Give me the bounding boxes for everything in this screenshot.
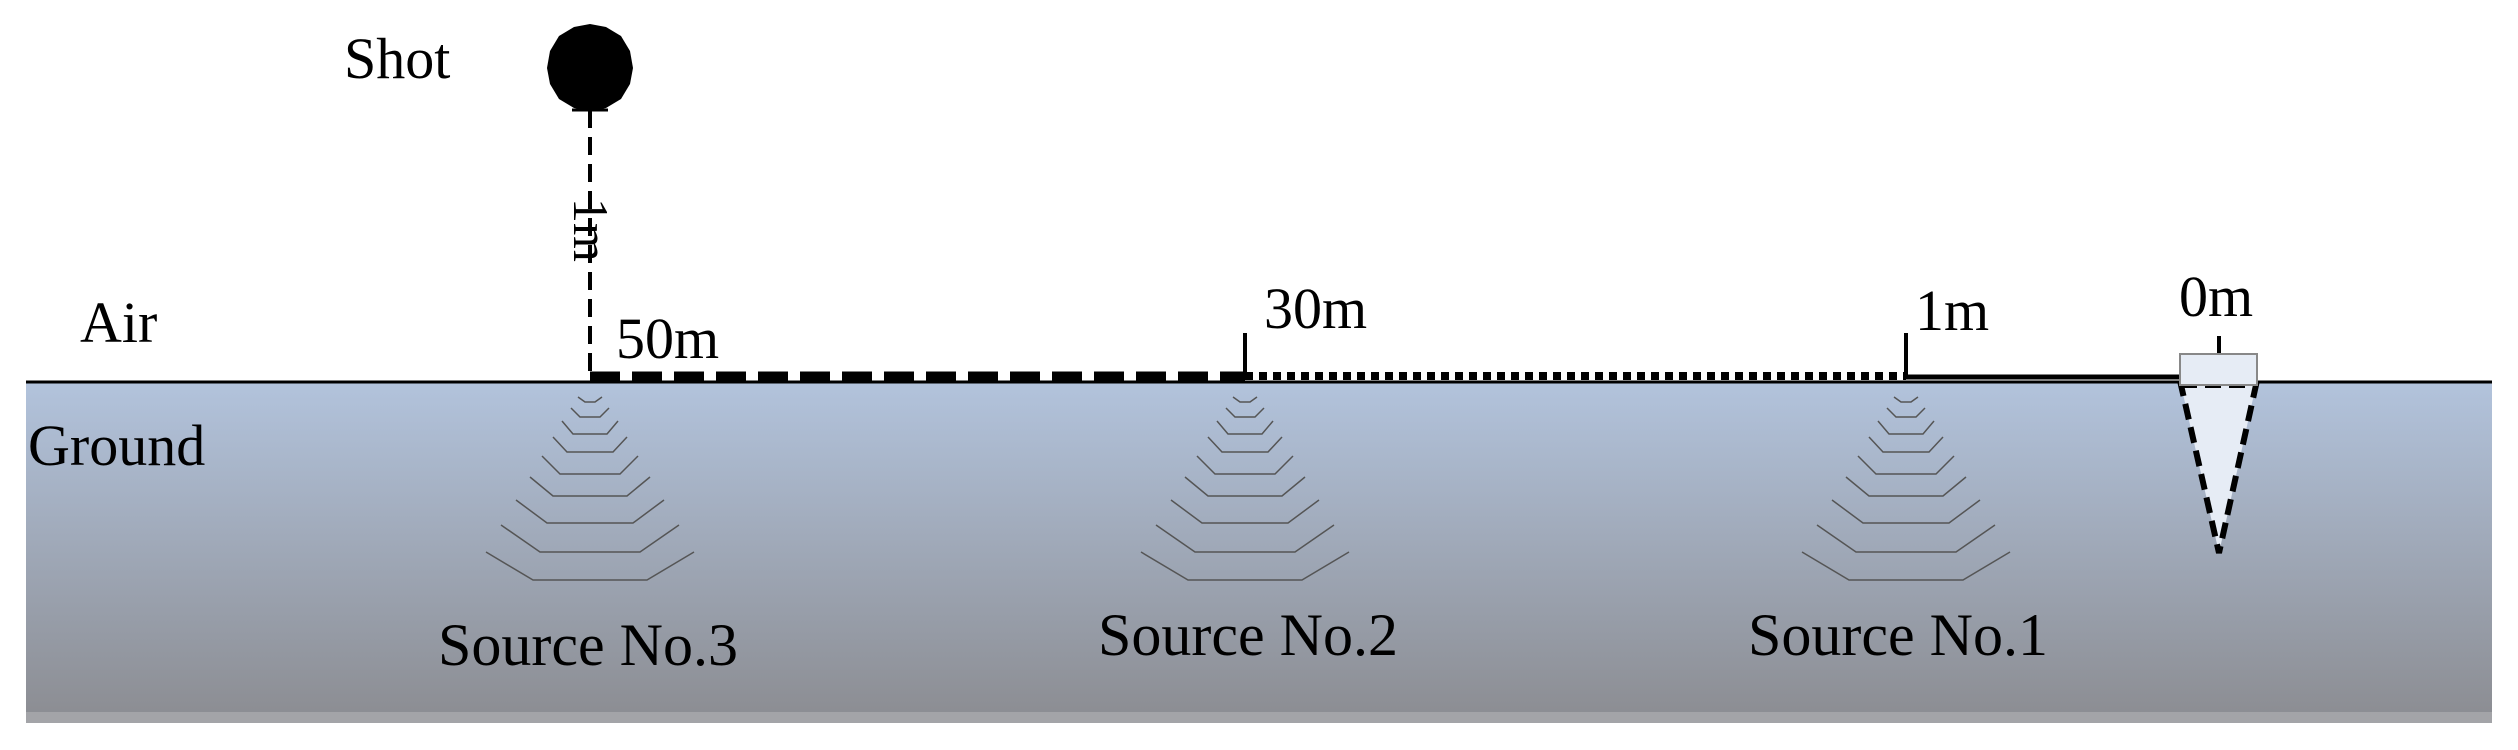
wavefront-source-2: [1140, 396, 1350, 581]
ground-layer: [26, 383, 2492, 723]
distance-label-50m: 50m: [616, 306, 719, 371]
source-label-1: Source No.1: [1748, 602, 2048, 668]
shot-label: Shot: [344, 26, 450, 91]
shot-height-label: 1m: [563, 198, 619, 262]
source-label-3: Source No.3: [438, 612, 738, 678]
distance-label-1m: 1m: [1915, 278, 1989, 343]
source-label-2: Source No.2: [1098, 602, 1398, 668]
ground-base-strip: [26, 712, 2492, 723]
sensor-icon: [2179, 353, 2258, 386]
wavefront-source-1: [1801, 396, 2011, 581]
shot-marker-icon: [547, 24, 633, 111]
air-label: Air: [80, 290, 157, 355]
distance-label-30m: 30m: [1264, 276, 1367, 341]
distance-label-0m: 0m: [2179, 264, 2253, 329]
wavefront-source-3: [485, 396, 695, 581]
ground-label: Ground: [28, 413, 205, 478]
